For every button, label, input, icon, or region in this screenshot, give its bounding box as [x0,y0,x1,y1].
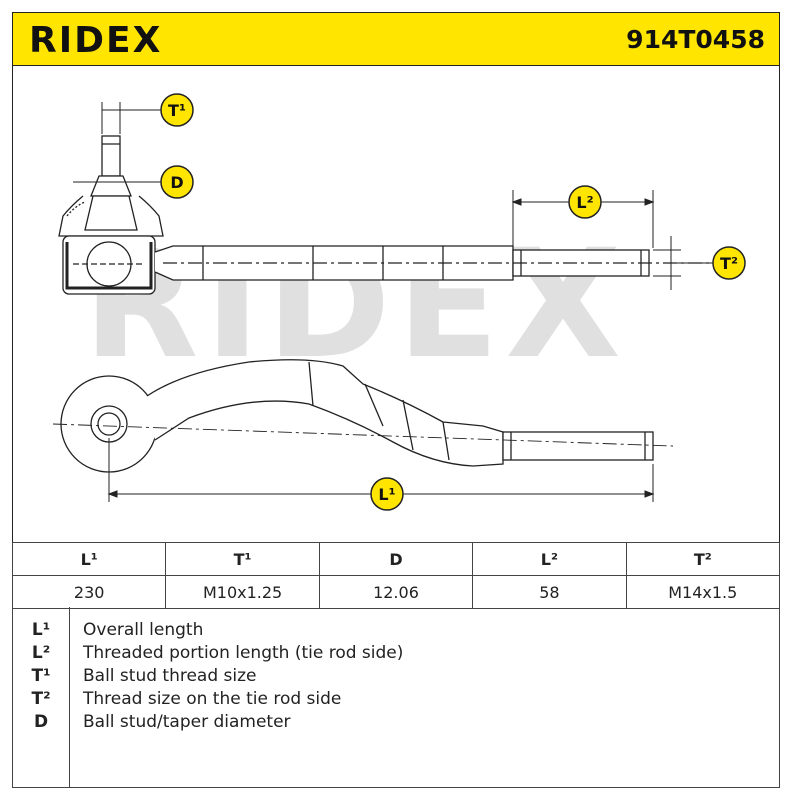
watermark-text: RIDEX [83,218,627,392]
callout-t2-label: T² [720,254,738,273]
legend-divider [69,607,70,787]
spec-value-t2: M14x1.5 [625,575,781,609]
callout-l1-label: L¹ [378,485,395,504]
part-number: 914T0458 [626,25,765,54]
callout-d-label: D [170,173,183,192]
spec-header-t2: T² [625,542,781,576]
legend-item: T² Thread size on the tie rod side [13,688,341,710]
spec-value-l2: 58 [472,575,627,609]
spec-header-t1: T¹ [165,542,320,576]
legend-key: D [33,712,49,732]
legend-key: L¹ [31,620,51,640]
callout-t1: T¹ [160,93,194,127]
callout-t2: T² [712,246,746,280]
legend-item: L² Threaded portion length (tie rod side… [13,642,404,664]
legend-item: T¹ Ball stud thread size [13,665,257,687]
callout-l2: L² [568,185,602,219]
spec-value-t1: M10x1.25 [165,575,320,609]
callout-l1: L¹ [370,477,404,511]
callout-d: D [160,165,194,199]
dimension-lines-top [73,102,713,290]
legend-desc: Ball stud thread size [83,666,257,686]
spec-value-l1: 230 [11,575,167,609]
legend-desc: Overall length [83,620,204,640]
tie-rod-end-diagram: RIDEX [52,93,746,511]
legend-item: D Ball stud/taper diameter [13,711,291,733]
header-bar: RIDEX 914T0458 [12,12,780,66]
legend-desc: Thread size on the tie rod side [83,689,342,709]
spec-header-l2: L² [472,542,627,576]
side-view [58,135,713,295]
plan-view [52,359,674,473]
callout-l2-label: L² [576,193,593,212]
legend-key: T¹ [31,666,51,686]
legend-item: L¹ Overall length [13,619,204,641]
spec-table-value-row: 230 M10x1.25 12.06 58 M14x1.5 [11,575,781,609]
legend-key: T² [31,689,51,709]
brand-logo-text: RIDEX [29,19,163,61]
legend-key: L² [31,643,51,663]
brand-logo: RIDEX [29,17,162,63]
technical-drawing: RIDEX [12,66,780,542]
spec-value-d: 12.06 [318,575,474,609]
spec-header-d: D [318,542,474,576]
legend-desc: Threaded portion length (tie rod side) [83,643,404,663]
callout-t1-label: T¹ [168,101,186,120]
legend-desc: Ball stud/taper diameter [83,712,291,732]
spec-table-header-row: L¹ T¹ D L² T² [11,542,781,576]
spec-header-l1: L¹ [11,542,167,576]
spec-table: L¹ T¹ D L² T² 230 M10x1.25 12.06 58 M14x… [11,542,781,609]
legend: L¹ Overall length L² Threaded portion le… [12,607,780,788]
